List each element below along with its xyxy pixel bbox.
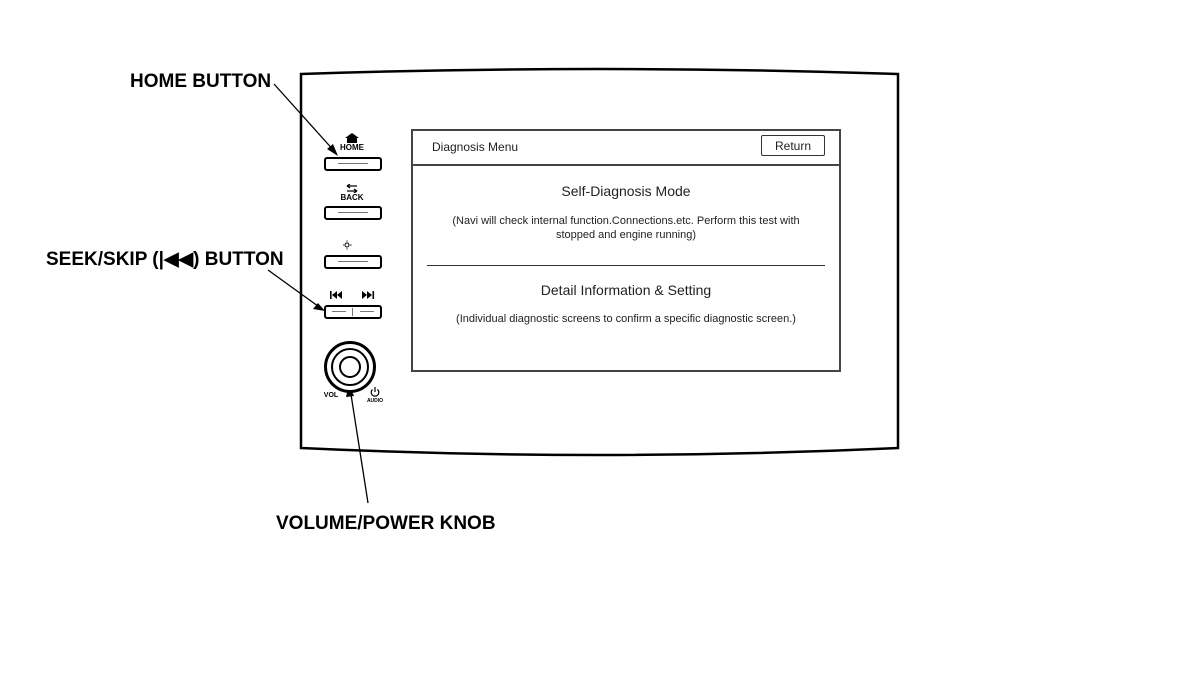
volume-power-knob[interactable] [324,341,376,393]
menu-item-description: (Individual diagnostic screens to confir… [456,313,796,325]
home-button-label: HOME [340,143,364,152]
home-button-callout: HOME BUTTON [130,71,272,92]
audio-label: AUDIO [366,398,384,404]
home-leader-arrowhead [327,144,338,156]
menu-item-heading: Detail Information & Setting [540,282,712,298]
home-leader-line [273,83,337,154]
vol-label: VOL [323,392,339,399]
seek-back-half[interactable] [332,311,346,312]
display-screen: Diagnosis Menu Return Self-Diagnosis Mod… [411,129,841,372]
seek-forward-half[interactable] [360,311,374,312]
knob-inner-ring [339,356,361,378]
volume-leader-line [349,387,369,504]
skip-forward-icon [362,291,375,299]
back-button-label: BACK [340,193,364,202]
skip-back-icon [330,291,342,299]
day-night-button[interactable] [324,255,382,269]
knob-outer-ring [331,348,369,386]
power-icon [370,387,380,397]
seek-skip-button-callout: SEEK/SKIP (|◀◀) BUTTON [46,249,284,270]
menu-item-detail-information[interactable]: Detail Information & Setting (Individual… [413,282,839,326]
seek-leader-line [267,269,323,310]
menu-item-self-diagnosis[interactable]: Self-Diagnosis Mode (Navi will check int… [413,183,839,242]
menu-item-description: (Navi will check internal function.Conne… [452,215,800,241]
menu-item-heading: Self-Diagnosis Mode [561,183,691,199]
menu-divider [427,265,825,266]
seek-leader-arrowhead [313,303,325,311]
return-button[interactable]: Return [761,135,825,156]
volume-power-knob-callout: VOLUME/POWER KNOB [276,513,496,534]
home-button[interactable] [324,157,382,171]
screen-title: Diagnosis Menu [432,140,519,154]
back-arrow-icon [346,184,358,193]
back-button[interactable] [324,206,382,220]
seek-divider [352,308,353,316]
home-icon [345,133,359,143]
seek-skip-button[interactable] [324,305,382,319]
day-night-icon [343,240,360,250]
screen-header: Diagnosis Menu Return [413,131,839,166]
